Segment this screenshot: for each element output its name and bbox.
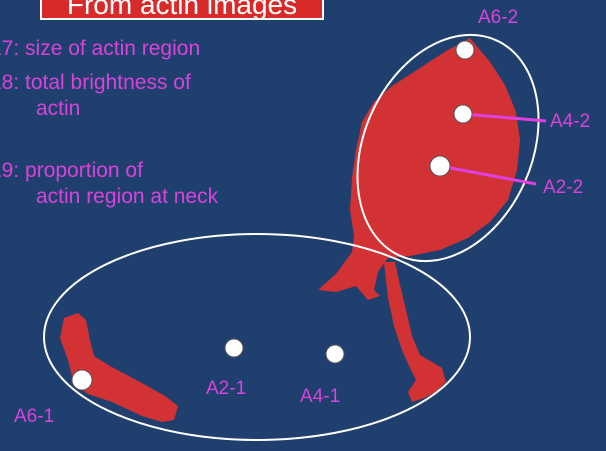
label-a4-2: A4-2 — [550, 111, 590, 133]
marker-a4-2 — [454, 105, 472, 123]
marker-a6-1 — [72, 370, 92, 390]
label-a6-2: A6-2 — [478, 7, 518, 29]
marker-a4-1 — [326, 345, 344, 363]
marker-a6-2 — [456, 41, 474, 59]
marker-a2-2 — [430, 156, 450, 176]
label-a4-1: A4-1 — [300, 386, 340, 408]
label-a6-1: A6-1 — [14, 406, 54, 428]
marker-a2-1 — [225, 339, 243, 357]
label-a2-1: A2-1 — [206, 378, 246, 400]
base-actin-region — [60, 313, 178, 422]
label-a2-2: A2-2 — [543, 177, 583, 199]
neck-actin-region — [384, 262, 446, 402]
